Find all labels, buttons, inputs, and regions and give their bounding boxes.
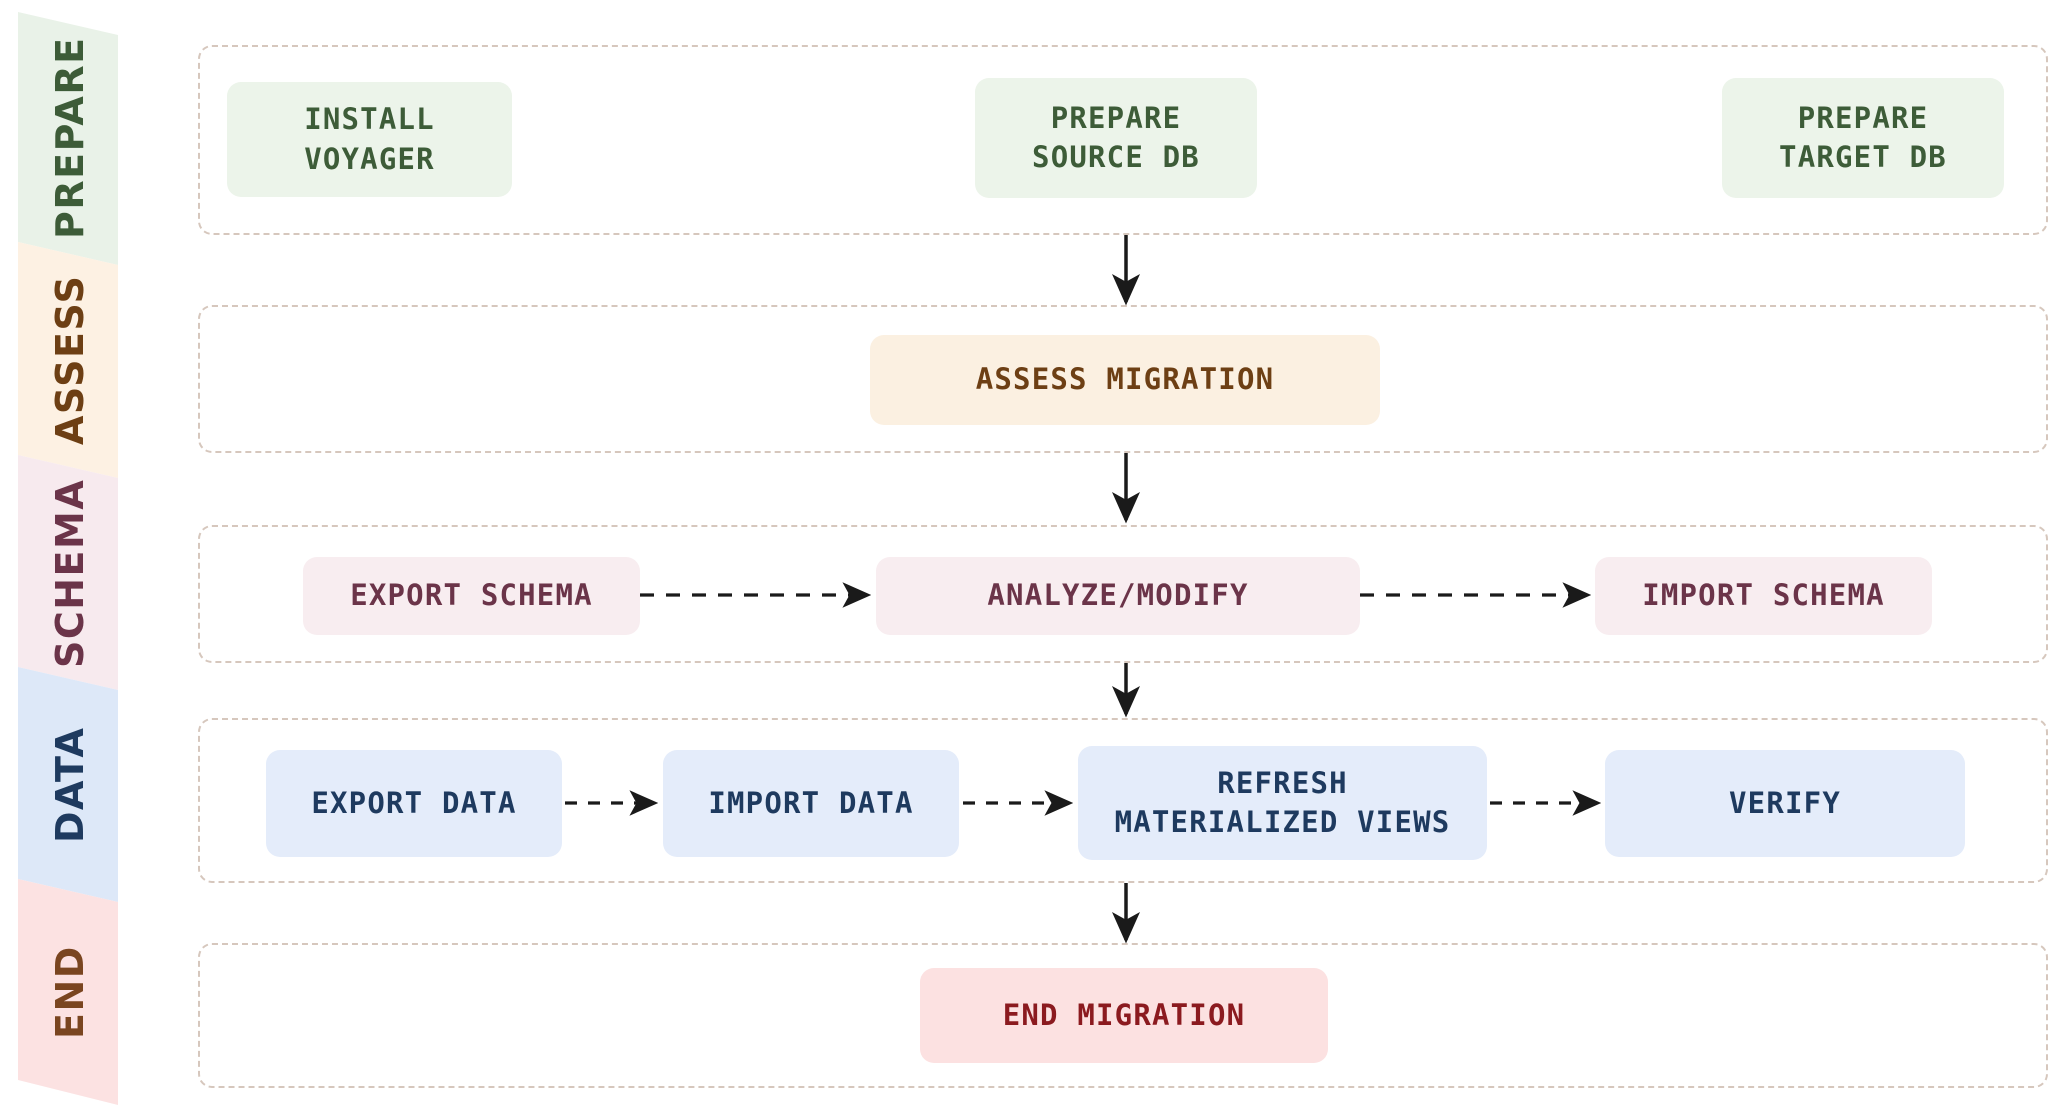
- step-import-data[interactable]: IMPORT DATA: [663, 750, 959, 857]
- stage-label-assess: ASSESS: [48, 274, 92, 446]
- step-import-schema[interactable]: IMPORT SCHEMA: [1595, 557, 1932, 635]
- step-verify[interactable]: VERIFY: [1605, 750, 1965, 857]
- step-end-migration[interactable]: END MIGRATION: [920, 968, 1328, 1063]
- step-export-schema[interactable]: EXPORT SCHEMA: [303, 557, 640, 635]
- step-refresh-materialized-views[interactable]: REFRESH MATERIALIZED VIEWS: [1078, 746, 1487, 860]
- step-analyze-modify[interactable]: ANALYZE/MODIFY: [876, 557, 1360, 635]
- stage-band-schema: [18, 455, 118, 690]
- stage-label-schema: SCHEMA: [48, 478, 92, 668]
- row-container-schema: [198, 525, 2048, 663]
- step-prepare-target-db[interactable]: PREPARE TARGET DB: [1722, 78, 2004, 198]
- stage-band-end: [18, 879, 118, 1105]
- stage-sidebar: [18, 12, 118, 1105]
- step-install-voyager[interactable]: INSTALL VOYAGER: [227, 82, 512, 197]
- stage-label-data: DATA: [48, 726, 92, 844]
- step-prepare-source-db[interactable]: PREPARE SOURCE DB: [975, 78, 1257, 198]
- stage-label-end: END: [48, 945, 92, 1039]
- row-container-assess: [198, 305, 2048, 453]
- step-export-data[interactable]: EXPORT DATA: [266, 750, 562, 857]
- step-assess-migration[interactable]: ASSESS MIGRATION: [870, 335, 1380, 425]
- stage-band-assess: [18, 242, 118, 478]
- row-container-data: [198, 718, 2048, 883]
- row-container-end: [198, 943, 2048, 1088]
- stage-band-data: [18, 667, 118, 902]
- row-container-prepare: [198, 45, 2048, 235]
- stage-label-prepare: PREPARE: [48, 36, 92, 239]
- stage-band-prepare: [18, 12, 118, 265]
